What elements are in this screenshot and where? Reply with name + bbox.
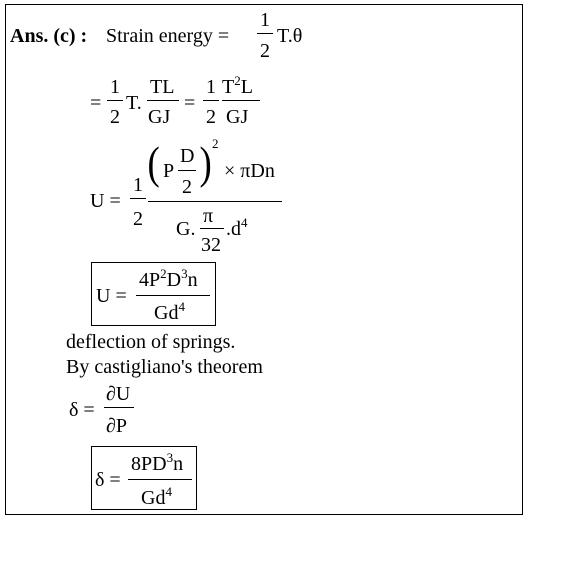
fraction-bar xyxy=(222,100,260,101)
u-equals: U = xyxy=(96,285,127,307)
main-fraction-bar xyxy=(148,201,282,202)
half-numerator: 1 xyxy=(260,9,270,31)
equals: = xyxy=(90,92,102,114)
fraction-bar xyxy=(107,100,123,101)
t-dot: T. xyxy=(126,92,142,114)
fraction-bar xyxy=(203,100,219,101)
u-equals: U = xyxy=(90,190,121,212)
u-denominator: Gd4 xyxy=(154,299,185,324)
tl-numerator: TL xyxy=(150,76,175,98)
half-numerator: 1 xyxy=(206,76,216,98)
fraction-bar xyxy=(104,407,134,408)
half-numerator: 1 xyxy=(133,174,143,196)
half-denominator: 2 xyxy=(133,208,143,230)
gj-denominator: GJ xyxy=(148,106,171,128)
half-denominator: 2 xyxy=(206,106,216,128)
fraction-bar xyxy=(147,100,179,101)
delta-equals: δ = xyxy=(95,469,121,491)
p-symbol: P xyxy=(163,160,175,182)
fraction-bar xyxy=(130,198,146,199)
times-pi-dn: × πDn xyxy=(224,160,275,182)
equals: = xyxy=(184,92,196,114)
solution-box xyxy=(5,4,523,515)
fraction-bar xyxy=(200,228,224,229)
u-numerator: 4P2D3n xyxy=(139,266,198,291)
thirtytwo-denominator: 32 xyxy=(201,234,221,256)
castigliano-text: By castigliano's theorem xyxy=(66,356,263,378)
half-numerator: 1 xyxy=(110,76,120,98)
left-paren: ( xyxy=(147,137,160,188)
du-numerator: ∂U xyxy=(106,383,131,405)
right-paren: ) xyxy=(199,137,212,188)
t-theta: T.θ xyxy=(277,25,303,47)
half-denominator: 2 xyxy=(260,40,270,62)
boxed-u-formula xyxy=(91,262,216,326)
square-exponent: 2 xyxy=(212,136,219,151)
two-denominator: 2 xyxy=(182,176,192,198)
gj-denominator: GJ xyxy=(226,106,249,128)
deflection-text: deflection of springs. xyxy=(66,331,236,353)
pi-numerator: π xyxy=(203,205,214,227)
delta-numerator: 8PD3n xyxy=(131,450,184,475)
t2l-numerator: T2L xyxy=(222,73,253,98)
boxed-delta-formula xyxy=(91,446,197,510)
answer-label: Ans. (c) : xyxy=(10,25,88,47)
fraction-bar xyxy=(178,170,196,171)
delta-equals: δ = xyxy=(69,399,95,421)
g-dot: G. xyxy=(176,218,196,240)
strain-energy-text: Strain energy = xyxy=(106,25,230,47)
delta-denominator: Gd4 xyxy=(141,484,172,509)
fraction-bar xyxy=(128,479,192,480)
fraction-bar xyxy=(257,33,273,34)
d-numerator: D xyxy=(180,145,195,167)
d4-term: .d4 xyxy=(226,215,248,240)
half-denominator: 2 xyxy=(110,106,120,128)
fraction-bar xyxy=(136,295,210,296)
dp-denominator: ∂P xyxy=(106,415,128,437)
